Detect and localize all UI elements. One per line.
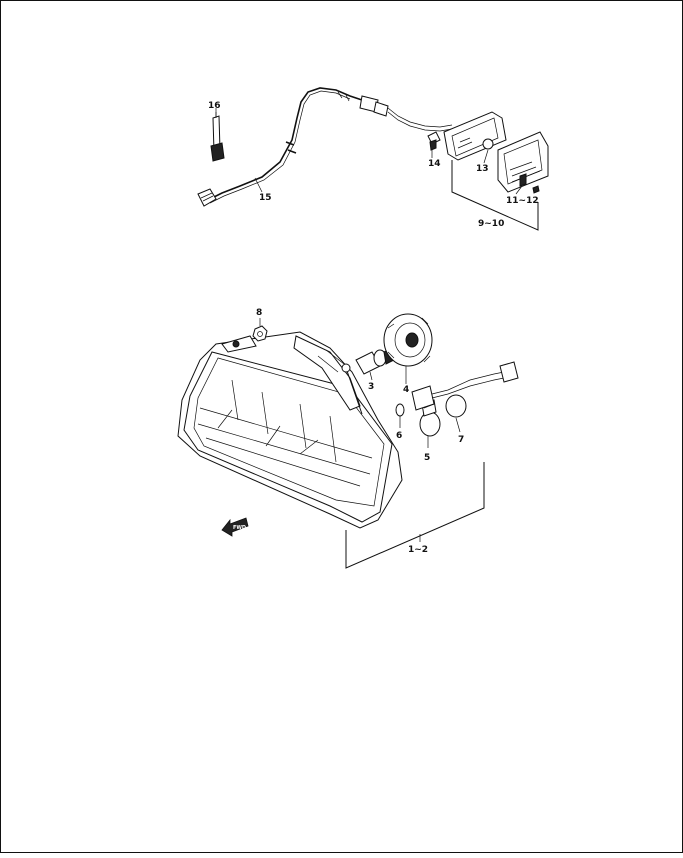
label-part-11-12: 11~12 xyxy=(506,196,539,206)
screw-part-12 xyxy=(532,185,540,194)
label-part-8: 8 xyxy=(256,308,262,318)
label-part-16: 16 xyxy=(208,101,221,111)
wiring-harness xyxy=(197,87,453,207)
label-part-4: 4 xyxy=(403,385,409,395)
fwd-label: FWD xyxy=(233,525,246,531)
side-marker-housing xyxy=(443,111,507,161)
aim-adjust-screw xyxy=(345,367,363,415)
dust-cover-part-4 xyxy=(383,313,433,367)
forward-arrow-icon: FWD xyxy=(221,517,249,537)
label-part-7: 7 xyxy=(458,435,464,445)
clamp-part-16 xyxy=(210,112,225,162)
label-part-9-10: 9~10 xyxy=(478,219,504,229)
bulb-socket-part-14 xyxy=(427,131,441,151)
side-marker-lens xyxy=(497,131,549,193)
group-bracket-1-2 xyxy=(345,462,485,569)
headlamp-housing xyxy=(177,331,403,529)
label-part-14: 14 xyxy=(428,159,441,169)
socket-harness-part-7 xyxy=(411,361,519,418)
bulb-part-13 xyxy=(482,138,494,150)
wedge-bulb-part-6 xyxy=(395,403,405,417)
headlamp-assembly: 8 3 4 6 5 7 1~2 FWD xyxy=(177,308,519,569)
leader-lines-lower xyxy=(259,318,461,448)
harness-connector xyxy=(197,188,217,207)
label-part-13: 13 xyxy=(476,164,489,174)
label-part-6: 6 xyxy=(396,431,402,441)
label-part-15: 15 xyxy=(259,193,272,203)
side-marker-assembly: 16 15 14 13 11~12 9~10 xyxy=(197,87,549,231)
group-bracket-9-10 xyxy=(451,160,539,231)
label-part-1-2: 1~2 xyxy=(408,545,428,555)
leader-lines-upper xyxy=(215,108,523,195)
nut-part-8 xyxy=(252,325,268,342)
label-part-5: 5 xyxy=(424,453,430,463)
label-part-3: 3 xyxy=(368,382,374,392)
